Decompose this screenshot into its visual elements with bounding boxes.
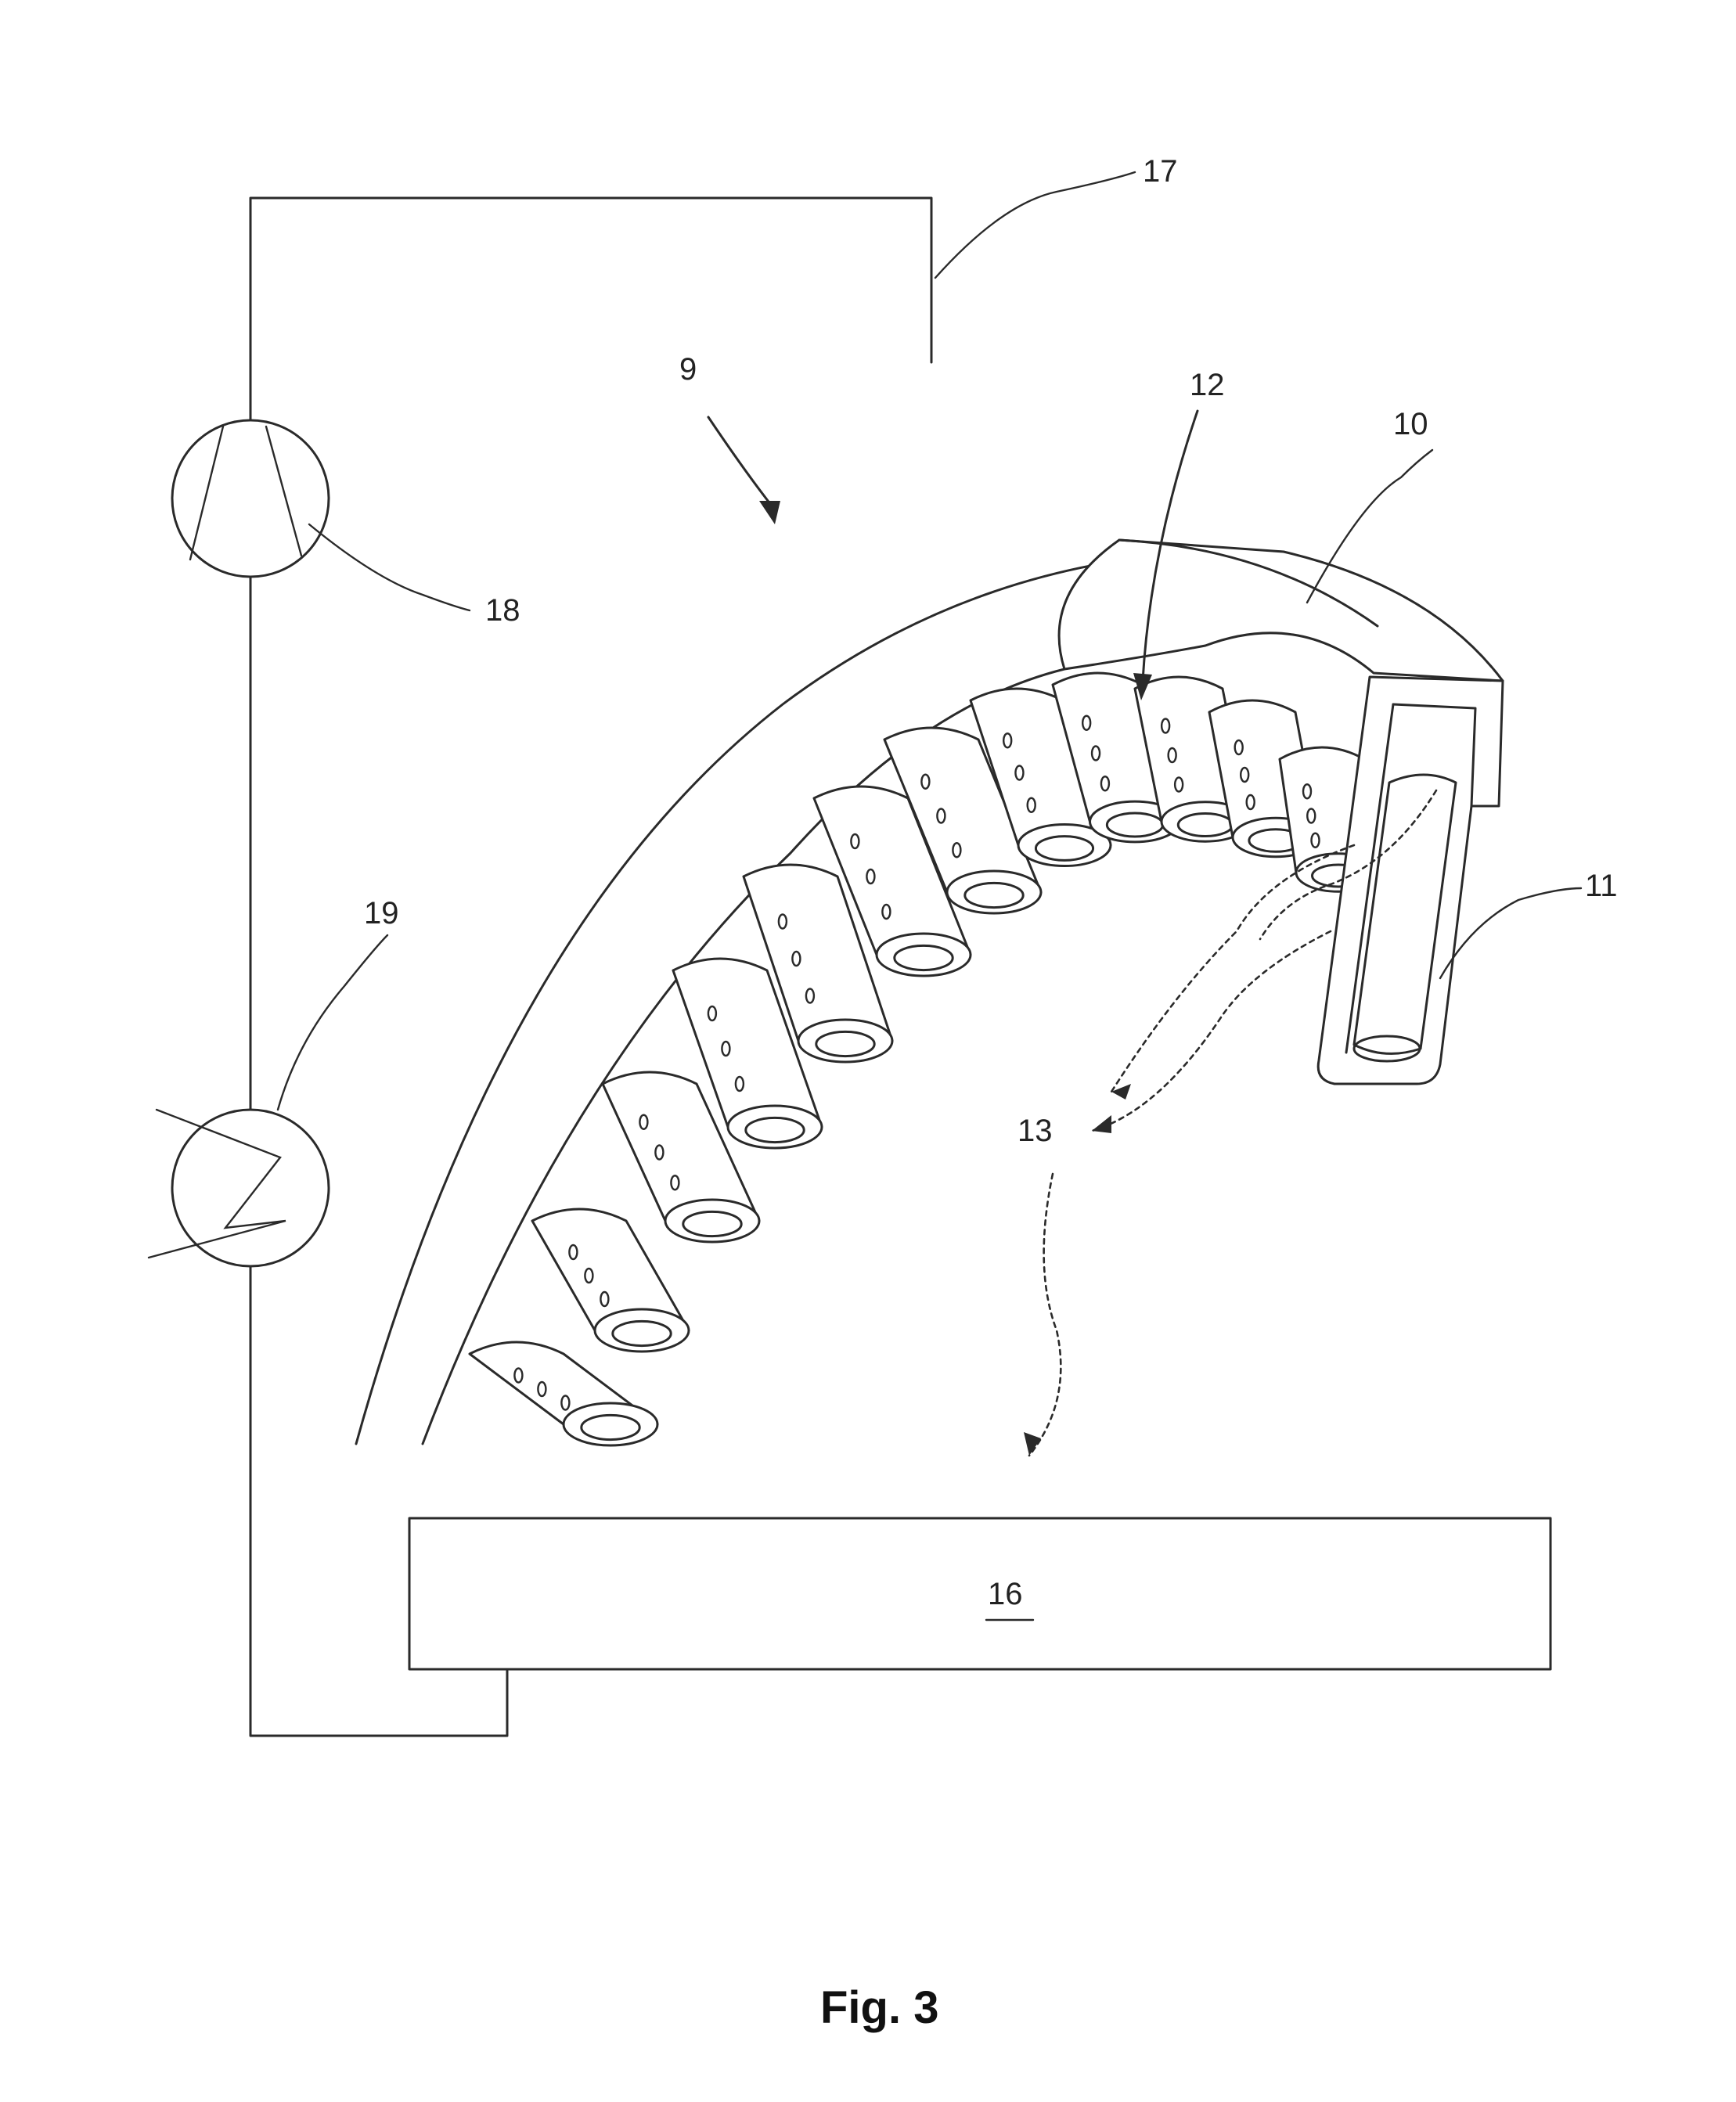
nozzle-tube (969, 687, 1112, 868)
nozzle-tube (883, 726, 1043, 915)
nozzle-tube-bore (963, 881, 1025, 909)
nozzle-tube-body (883, 726, 1043, 894)
label-11: 11 (1585, 869, 1618, 903)
nozzle-hole (670, 1175, 680, 1191)
nozzle-hole (850, 833, 860, 850)
nozzle-hole (936, 808, 946, 824)
nozzle-hole (1026, 797, 1036, 813)
compressor-symbol-18 (171, 419, 330, 578)
nozzle-hole (1310, 832, 1320, 848)
reference-labels: 9 10 11 12 13 16 17 18 19 (364, 154, 1618, 1611)
nozzle-hole (952, 842, 962, 858)
nozzle-tube (601, 1071, 761, 1244)
nozzle-hole (1167, 747, 1177, 764)
nozzle-hole (513, 1367, 524, 1384)
nozzle-hole (734, 1075, 745, 1092)
nozzle-tube-bore (1034, 835, 1095, 862)
label-12: 12 (1190, 368, 1225, 402)
nozzle-hole (1234, 739, 1244, 756)
nozzle-hole (1100, 776, 1111, 792)
collection-box-16 (408, 1517, 1552, 1671)
label-10: 10 (1393, 407, 1428, 441)
nozzle-tube-body (601, 1071, 761, 1222)
nozzle-tube (672, 957, 823, 1150)
nozzle-hole (560, 1395, 571, 1411)
label-13: 13 (1017, 1114, 1053, 1148)
nozzle-tube (531, 1208, 690, 1353)
nozzle-tube-bore (580, 1413, 641, 1442)
nozzle-hole (568, 1244, 578, 1261)
nozzle-tube-body (672, 957, 823, 1128)
nozzle-hole (707, 1005, 718, 1022)
nozzle-hole (920, 773, 931, 790)
label-17: 17 (1143, 154, 1178, 189)
nozzle-hole (1081, 714, 1092, 731)
nozzle-hole (1003, 732, 1013, 749)
nozzle-hole (1173, 776, 1184, 793)
nozzle-hole (721, 1040, 731, 1057)
nozzle-hole (1306, 808, 1316, 824)
figure-caption: Fig. 3 (820, 1982, 938, 2033)
nozzle-tube-row (468, 671, 1382, 1447)
nozzle-tube-bore (744, 1116, 805, 1144)
nozzle-tube-bore (682, 1210, 743, 1238)
heat-exchanger-symbol-19 (147, 1108, 330, 1268)
nozzle-tube (468, 1341, 659, 1447)
nozzle-hole (1160, 718, 1171, 734)
nozzle-hole (584, 1267, 594, 1284)
nozzle-hole (654, 1144, 665, 1161)
label-16: 16 (988, 1577, 1023, 1611)
nozzle-hole (639, 1114, 649, 1130)
nozzle-hole (1090, 745, 1101, 761)
arrow-12 (1133, 409, 1199, 700)
nozzle-hole (1302, 783, 1313, 800)
housing-arc (355, 549, 1285, 1445)
nozzle-hole (1239, 766, 1250, 783)
label-18: 18 (485, 593, 520, 628)
nozzle-hole (805, 988, 816, 1004)
nozzle-tube-body (742, 863, 894, 1042)
nozzle-hole (1245, 794, 1255, 811)
nozzle-hole (777, 913, 788, 930)
nozzle-tube-body (531, 1208, 690, 1332)
label-9: 9 (679, 352, 697, 387)
nozzle-hole (537, 1380, 547, 1398)
nozzle-hole (791, 950, 801, 967)
label-19: 19 (364, 896, 399, 930)
leader-lines (276, 171, 1583, 1111)
nozzle-hole (600, 1290, 610, 1308)
nozzle-hole (881, 903, 891, 920)
nozzle-tube-bore (893, 944, 954, 972)
nozzle-tube (812, 785, 972, 977)
nozzle-hole (866, 868, 876, 885)
nozzle-tube (742, 863, 894, 1064)
flow-path-13 (1024, 789, 1438, 1457)
circuit-loop-17 (249, 196, 933, 1737)
nozzle-tube-bore (611, 1319, 672, 1348)
arrow-9 (707, 416, 780, 524)
nozzle-tube-bore (815, 1030, 876, 1058)
nozzle-hole (1014, 765, 1025, 781)
end-tube-11 (1316, 675, 1504, 1085)
manifold-duct-10 (1057, 538, 1504, 682)
